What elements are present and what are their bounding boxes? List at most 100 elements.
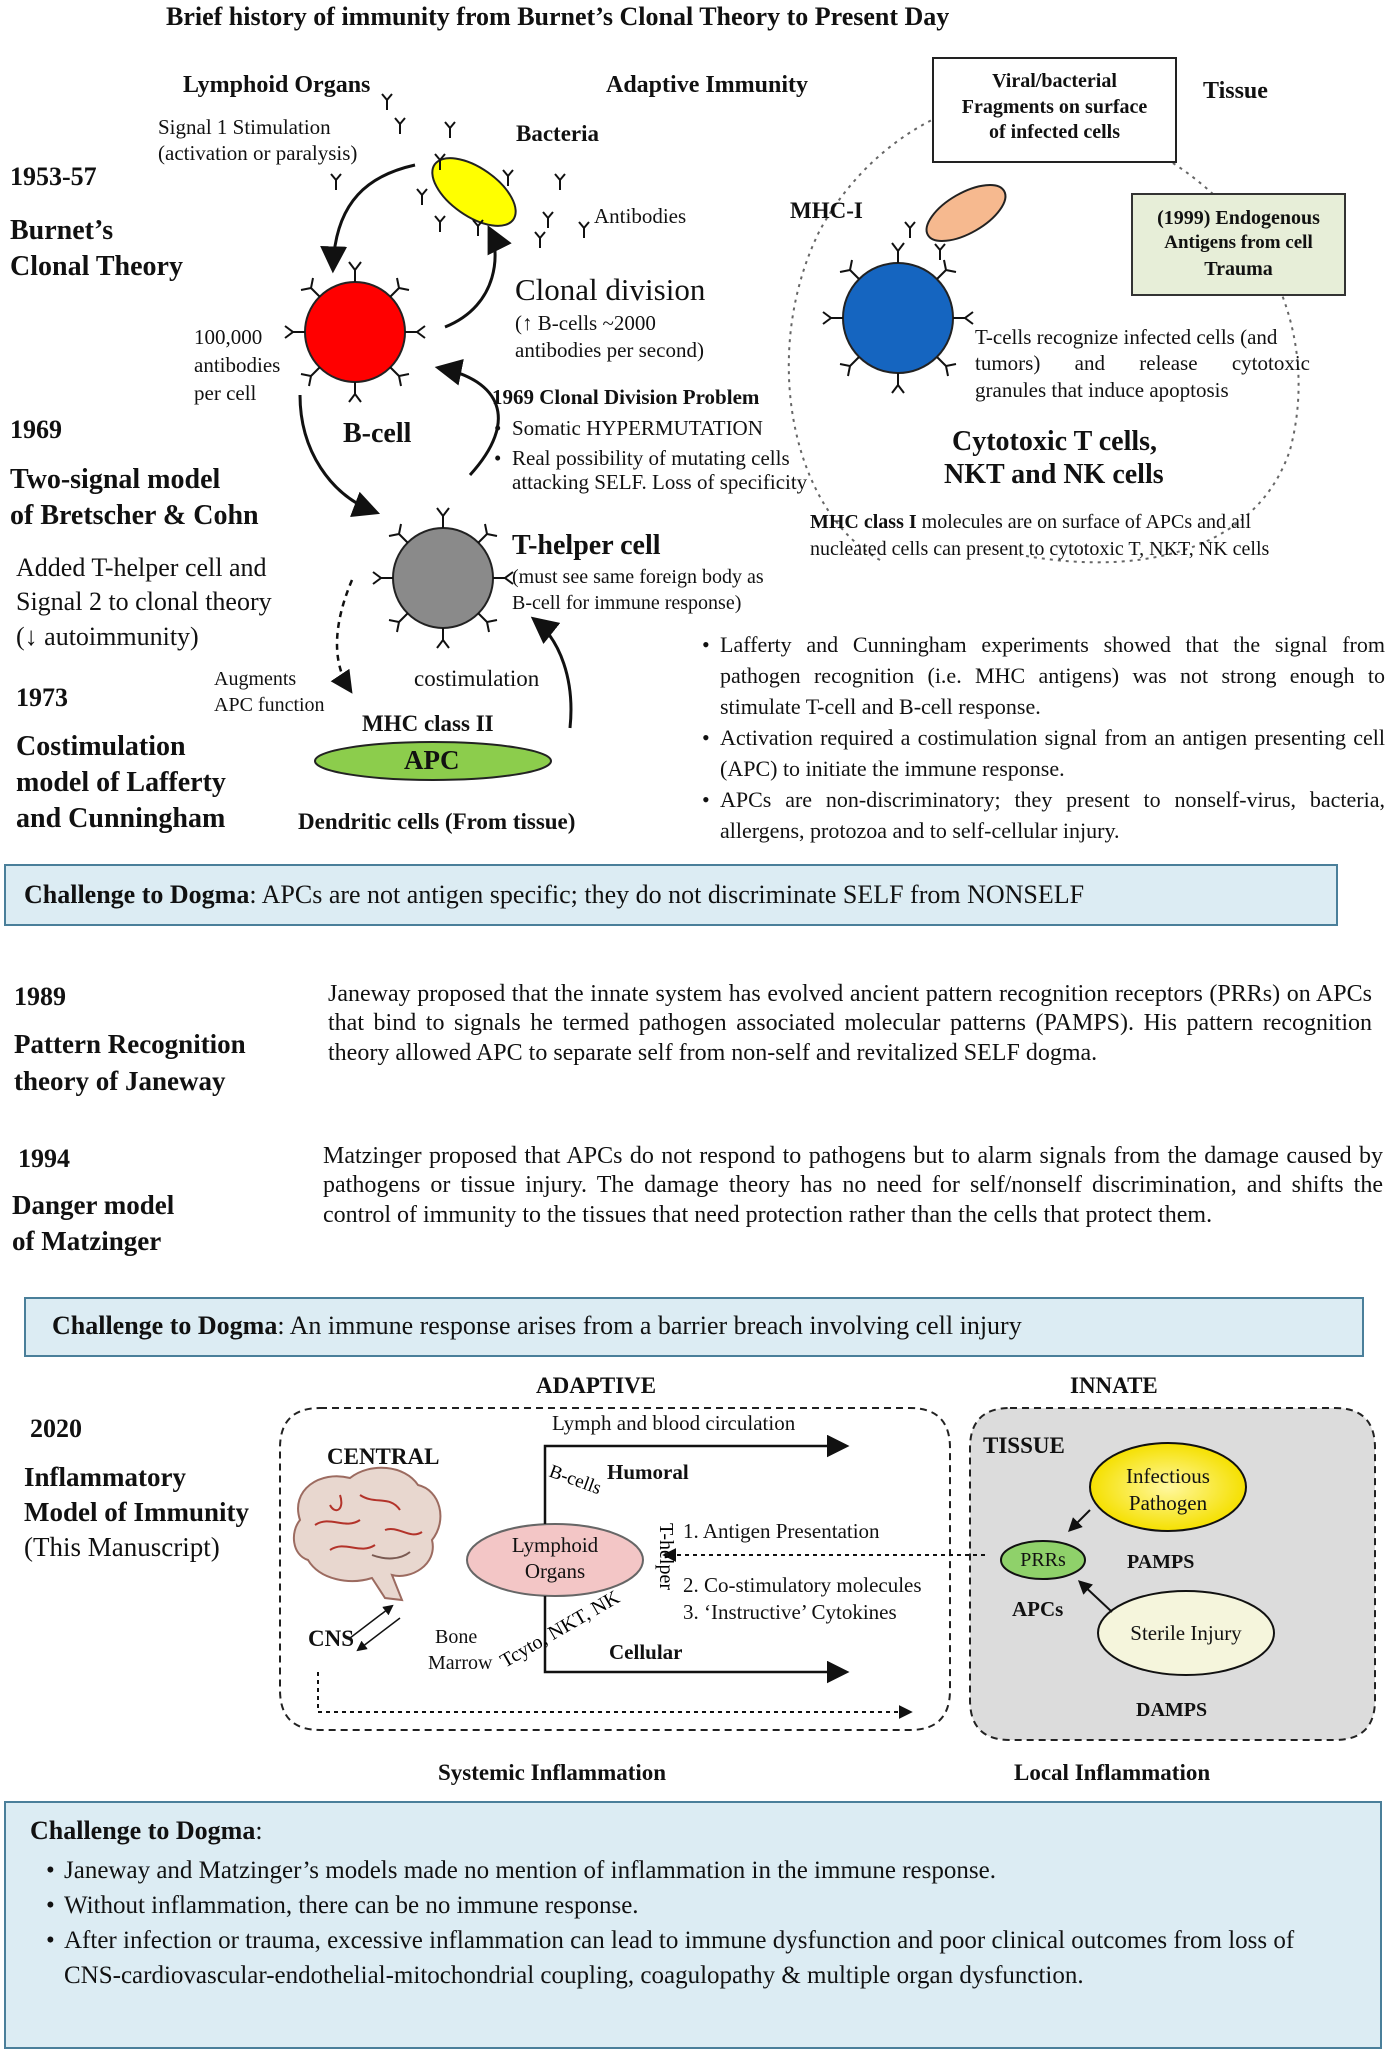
prrs-label: PRRs bbox=[1020, 1549, 1066, 1571]
figure-title: Brief history of immunity from Burnet’s … bbox=[166, 2, 950, 31]
lymphoid-organs-label-2: Organs bbox=[524, 1559, 586, 1583]
step-costimulatory: 2. Co-stimulatory molecules bbox=[683, 1573, 922, 1597]
challenge-list-3: Janeway and Matzinger’s models made no m… bbox=[42, 1853, 1344, 1993]
bretscher-desc-2: Signal 2 to clonal theory bbox=[16, 587, 272, 616]
local-inflammation-label: Local Inflammation bbox=[1014, 1760, 1211, 1785]
central-label: CENTRAL bbox=[327, 1444, 440, 1469]
janeway-text: Janeway proposed that the innate system … bbox=[328, 981, 1372, 1066]
bretscher-title-1: Two-signal model bbox=[10, 464, 221, 495]
cns-lymphoid-exchange-arrow-bottom bbox=[356, 1617, 401, 1652]
mhc-class-ii-label: MHC class II bbox=[362, 711, 494, 736]
challenge-colon-3: : bbox=[255, 1816, 263, 1845]
clonal-division-sub-1: (↑ B-cells ~2000 bbox=[515, 311, 656, 335]
challenge-box-1 bbox=[4, 864, 1338, 926]
matzinger-title-2: of Matzinger bbox=[12, 1226, 162, 1256]
fragments-text-2: Fragments on surface bbox=[961, 96, 1148, 118]
burnet-title-1: Burnet’s bbox=[10, 215, 114, 246]
challenge-item-1: Janeway and Matzinger’s models made no m… bbox=[46, 1853, 1344, 1888]
challenge-label-3: Challenge to Dogma bbox=[30, 1816, 256, 1845]
clonal-division-sub-2: antibodies per second) bbox=[515, 338, 704, 362]
cytotoxic-label-1: Cytotoxic T cells, bbox=[952, 426, 1158, 457]
ab-per-cell-3: per cell bbox=[194, 381, 257, 405]
mhc-i-label: MHC-I bbox=[790, 198, 863, 223]
fragments-box bbox=[932, 57, 1177, 163]
fragments-text-3: of infected cells bbox=[988, 121, 1121, 143]
pathogen-to-prr-arrow bbox=[1068, 1509, 1091, 1532]
signal1-arrow bbox=[320, 163, 416, 274]
challenge-label-2: Challenge to Dogma bbox=[52, 1311, 278, 1340]
tissue-label: Tissue bbox=[1203, 78, 1268, 104]
costimulation-label: costimulation bbox=[414, 666, 540, 691]
year-1969: 1969 bbox=[10, 415, 62, 444]
year-1953: 1953-57 bbox=[10, 162, 97, 191]
augments-dashed-arrow bbox=[330, 579, 354, 694]
bretscher-desc-3: (↓ autoimmunity) bbox=[16, 622, 199, 651]
clonal-division-label: Clonal division bbox=[515, 272, 706, 307]
year-1973: 1973 bbox=[16, 683, 68, 712]
bone-marrow-label-1: Bone bbox=[435, 1626, 478, 1648]
innate-label: INNATE bbox=[1070, 1373, 1158, 1398]
lafferty-bullet-2: Activation required a costimulation sign… bbox=[702, 722, 1385, 784]
lafferty-bullet-1: Lafferty and Cunningham experiments show… bbox=[702, 629, 1385, 722]
sterile-to-prr-arrow bbox=[1077, 1580, 1113, 1613]
matzinger-text: Matzinger proposed that APCs do not resp… bbox=[323, 1143, 1383, 1228]
challenge-heading-3: Challenge to Dogma: bbox=[30, 1816, 263, 1846]
antibodies-label: Antibodies bbox=[594, 204, 687, 228]
cns-label: CNS bbox=[308, 1626, 355, 1651]
trauma-text-2: Antigens from cell bbox=[1164, 232, 1313, 253]
tissue-bottom-label: TISSUE bbox=[983, 1433, 1065, 1458]
innate-dashed-box bbox=[969, 1407, 1376, 1741]
mhc-class-i-note-rest: molecules are on surface of APCs and all bbox=[916, 511, 1252, 533]
thelper-to-bcell-arrow bbox=[434, 359, 500, 477]
bacteria-cell bbox=[431, 157, 517, 227]
janeway-title-2: theory of Janeway bbox=[14, 1066, 226, 1096]
challenge-body-1: : APCs are not antigen specific; they do… bbox=[249, 880, 1085, 909]
bretscher-desc-1: Added T-helper cell and bbox=[16, 553, 267, 582]
systemic-inflammation-label: Systemic Inflammation bbox=[438, 1760, 667, 1785]
apcs-label: APCs bbox=[1012, 1597, 1064, 1621]
sterile-injury-ellipse bbox=[1097, 1590, 1275, 1676]
challenge-text-2: Challenge to Dogma: An immune response a… bbox=[52, 1311, 1022, 1341]
bcell-label: B-cell bbox=[343, 418, 412, 449]
lymphoid-organs-label: Lymphoid Organs bbox=[183, 72, 371, 98]
challenge-item-3: After infection or trauma, excessive inf… bbox=[46, 1923, 1344, 1993]
year-1994: 1994 bbox=[18, 1144, 70, 1173]
bone-marrow-label-2: Marrow bbox=[428, 1652, 493, 1674]
tissue-dotted-boundary bbox=[787, 104, 1300, 564]
challenge-item-2: Without inflammation, there can be no im… bbox=[46, 1888, 1344, 1923]
tcell-recognize-1: T-cells recognize infected cells (and bbox=[975, 325, 1278, 349]
cytotoxic-label-2: NKT and NK cells bbox=[944, 459, 1164, 490]
brain-icon bbox=[292, 1466, 442, 1602]
clonal-problem-item-1: Somatic HYPERMUTATION bbox=[494, 413, 790, 443]
step-cytokines: 3. ‘Instructive’ Cytokines bbox=[683, 1600, 897, 1624]
inflammatory-title-1: Inflammatory bbox=[24, 1462, 186, 1492]
adaptive-label: ADAPTIVE bbox=[536, 1373, 657, 1398]
bretscher-title-2: of Bretscher & Cohn bbox=[10, 500, 259, 531]
lafferty-title-3: and Cunningham bbox=[16, 803, 226, 834]
signal1-label-2: (activation or paralysis) bbox=[158, 141, 358, 165]
clonal-problem-cont: attacking SELF. Loss of specificity bbox=[512, 470, 808, 494]
trauma-box bbox=[1131, 193, 1346, 296]
fragments-text-1: Viral/bacterial bbox=[992, 70, 1117, 92]
challenge-text-1: Challenge to Dogma: APCs are not antigen… bbox=[24, 880, 1084, 910]
tcell-receptors bbox=[822, 221, 974, 394]
year-1989: 1989 bbox=[14, 982, 66, 1011]
clonal-problem-list: Somatic HYPERMUTATION Real possibility o… bbox=[490, 413, 790, 473]
clonal-division-arrow bbox=[444, 225, 512, 329]
apc-ellipse bbox=[314, 741, 552, 781]
infectious-pathogen-label-2: Pathogen bbox=[1128, 1491, 1208, 1515]
cellular-label: Cellular bbox=[609, 1640, 683, 1664]
step-antigen-presentation: 1. Antigen Presentation bbox=[683, 1519, 880, 1543]
fragment-ellipse bbox=[925, 184, 1007, 242]
adaptive-dashed-box bbox=[279, 1407, 951, 1731]
trauma-text-3: Trauma bbox=[1204, 258, 1273, 280]
mhc-class-i-note-1: MHC class I molecules are on surface of … bbox=[810, 511, 1251, 534]
tcell-circle bbox=[842, 262, 954, 374]
apc-label: APC bbox=[404, 745, 460, 775]
cellular-arrow bbox=[543, 1596, 850, 1684]
tcyto-rotated-label: Tcyto, NKT, NK bbox=[497, 1586, 624, 1672]
thelper-sub-1: (must see same foreign body as bbox=[512, 566, 764, 588]
lafferty-title-1: Costimulation bbox=[16, 731, 186, 762]
pamps-label: PAMPS bbox=[1127, 1551, 1195, 1573]
